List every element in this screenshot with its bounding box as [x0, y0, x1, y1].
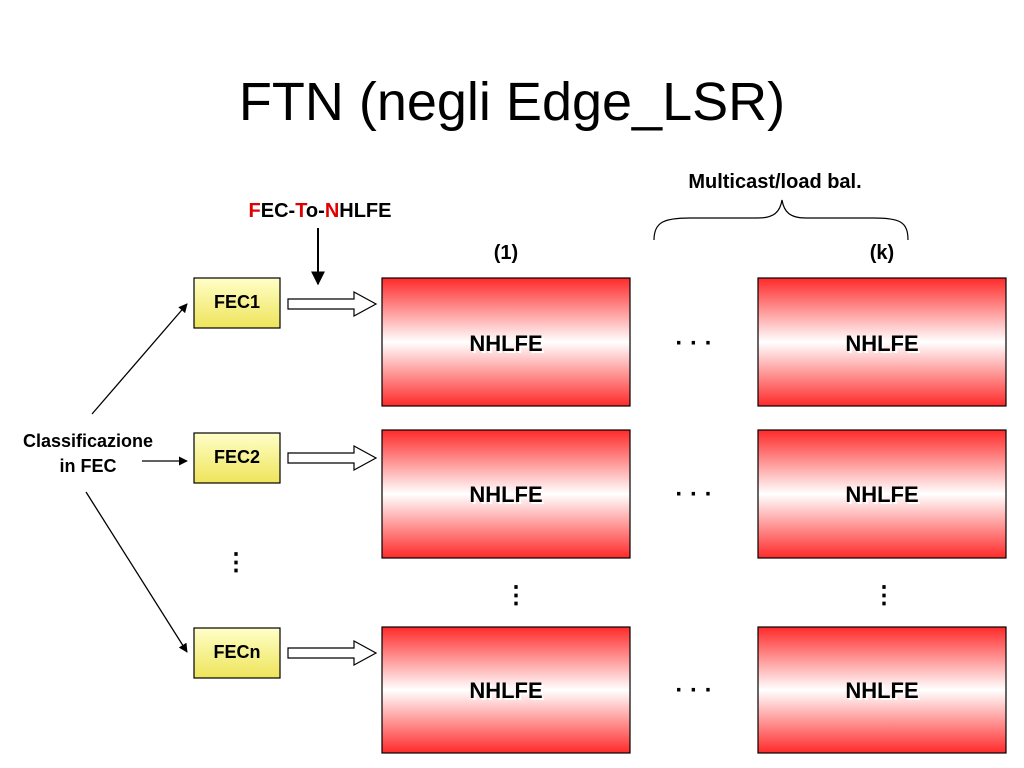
multicast-brace: [653, 199, 909, 241]
nhlfe-box-r1-ck: NHLFE NHLFE: [757, 277, 1007, 407]
colk-vertical-dots: ⋮: [872, 582, 896, 609]
fec-box-1: FEC1: [193, 277, 281, 329]
fec-to-nhlfe-part: EC-: [261, 200, 295, 222]
nhlfe-label-shadow: NHLFE: [847, 484, 920, 509]
classifier-label-line1: Classificazione: [23, 431, 153, 451]
nhlfe-label: NHLFE: [469, 331, 542, 356]
nhlfe-label-shadow: NHLFE: [471, 333, 544, 358]
fec-to-nhlfe-initial: T: [295, 200, 307, 222]
page-title: FTN (negli Edge_LSR): [239, 72, 785, 132]
column-last-label: (k): [870, 242, 894, 264]
row1-horizontal-dots: · · ·: [675, 330, 712, 357]
fec-label: FEC2: [214, 447, 260, 467]
rown-horizontal-dots: · · ·: [675, 677, 712, 704]
nhlfe-label: NHLFE: [845, 678, 918, 703]
nhlfe-label-shadow: NHLFE: [847, 680, 920, 705]
fec-to-nhlfe-initial: F: [249, 200, 261, 222]
nhlfe-label-shadow: NHLFE: [847, 333, 920, 358]
fecn-to-nhlfe-arrow: [287, 639, 378, 667]
column-first-label: (1): [494, 242, 518, 264]
fec-label: FECn: [214, 642, 261, 662]
col1-vertical-dots: ⋮: [504, 582, 528, 609]
fec-box-2: FEC2: [193, 432, 281, 484]
fec-to-nhlfe-initial: N: [325, 200, 339, 222]
nhlfe-label-shadow: NHLFE: [471, 680, 544, 705]
fec-label: FEC1: [214, 292, 260, 312]
fec-to-nhlfe-label: FEC-To-NHLFE: [249, 200, 392, 222]
multicast-label: Multicast/load bal.: [688, 171, 861, 193]
row2-horizontal-dots: · · ·: [675, 481, 712, 508]
fec-to-nhlfe-part: HLFE: [339, 200, 391, 222]
fec-to-nhlfe-part: o-: [306, 200, 325, 222]
nhlfe-box-rn-c1: NHLFE NHLFE: [381, 626, 631, 754]
classifier-arrow-fecn: [85, 491, 188, 653]
nhlfe-label: NHLFE: [845, 482, 918, 507]
nhlfe-box-r2-ck: NHLFE NHLFE: [757, 429, 1007, 559]
nhlfe-box-r1-c1: NHLFE NHLFE: [381, 277, 631, 407]
fec-vertical-dots: ⋮: [224, 549, 248, 576]
nhlfe-label-shadow: NHLFE: [471, 484, 544, 509]
nhlfe-label: NHLFE: [469, 678, 542, 703]
classifier-arrow-fec1: [91, 303, 188, 415]
nhlfe-box-rn-ck: NHLFE NHLFE: [757, 626, 1007, 754]
fec-box-n: FECn: [193, 627, 281, 679]
nhlfe-box-r2-c1: NHLFE NHLFE: [381, 429, 631, 559]
nhlfe-label: NHLFE: [845, 331, 918, 356]
fec1-to-nhlfe-arrow: [287, 290, 378, 318]
nhlfe-label: NHLFE: [469, 482, 542, 507]
classifier-label-line2: in FEC: [60, 456, 117, 476]
fec2-to-nhlfe-arrow: [287, 444, 378, 472]
